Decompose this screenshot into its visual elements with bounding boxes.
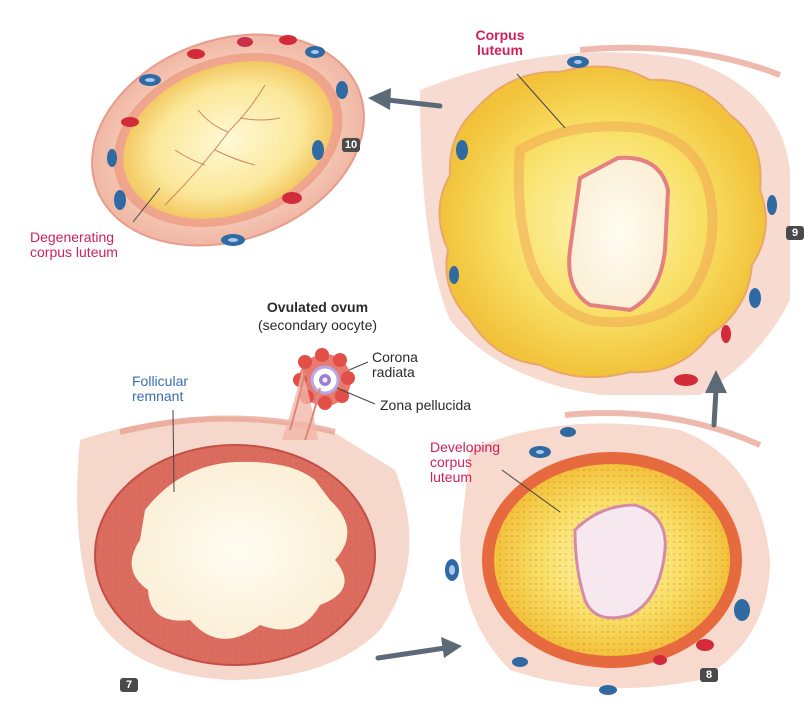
stage-7-follicular-remnant [77, 370, 409, 680]
stage-badge-10: 10 [342, 138, 360, 152]
label-zona-pellucida: Zona pellucida [380, 398, 510, 413]
stage-badge-8: 8 [700, 668, 718, 682]
stage-9-corpus-luteum [420, 48, 790, 395]
label-secondary-oocyte: (secondary oocyte) [225, 318, 410, 333]
leader-line-corona [349, 362, 368, 370]
label-ovulated-ovum: Ovulated ovum [230, 300, 405, 315]
arrow-icon [378, 637, 462, 658]
label-follicular-remnant: Follicular remnant [132, 374, 242, 404]
stage-badge-9: 9 [786, 226, 804, 240]
label-corpus-luteum: Corpus luteum [460, 28, 540, 58]
label-degenerating-corpus-luteum: Degenerating corpus luteum [30, 230, 190, 260]
label-corona-radiata: Corona radiata [372, 350, 452, 380]
stage-badge-7: 7 [120, 678, 138, 692]
label-developing-corpus-luteum: Developing corpus luteum [430, 440, 530, 485]
